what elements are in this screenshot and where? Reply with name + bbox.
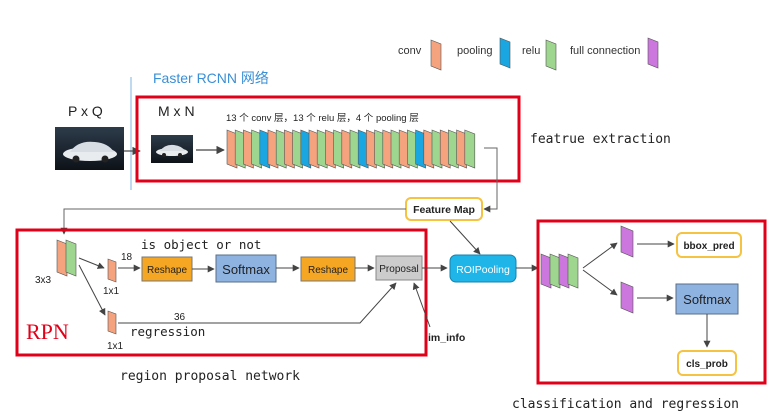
stack-layer-relu <box>349 129 361 169</box>
reshape2-label: Reshape <box>308 265 348 276</box>
legend-label-pooling: pooling <box>457 45 492 57</box>
to-feature-map-connector <box>483 147 498 213</box>
roipooling-box: ROIPooling <box>449 254 517 283</box>
feature-map-label: Feature Map <box>413 204 475 216</box>
feature-map-box: Feature Map <box>405 197 483 221</box>
im-info-arrow <box>412 282 431 328</box>
legend-label-conv: conv <box>398 45 422 57</box>
proposal-label: Proposal <box>379 264 418 275</box>
legend-swatch-pooling <box>499 37 511 69</box>
classification-frame <box>536 219 767 385</box>
stack-layer-relu <box>275 129 287 169</box>
stack-layer-pooling <box>357 129 369 169</box>
stack-layer-conv <box>456 129 467 169</box>
rpn-channels-18: 18 <box>121 252 133 263</box>
stack-layer-conv <box>382 129 394 169</box>
rpn-cls-conv1x1-layer <box>107 258 117 283</box>
stack-layer-conv <box>308 129 320 169</box>
input-car-image <box>55 127 124 170</box>
layers-caption: 13 个 conv 层，13 个 relu 层，4 个 pooling 层 <box>226 113 419 124</box>
cls-softmax-box: Softmax <box>675 283 739 315</box>
diagram-title: Faster RCNN 网络 <box>153 70 269 86</box>
stack-layer-conv <box>423 129 435 169</box>
bbox-pred-label: bbox_pred <box>683 241 734 252</box>
stack-layer-conv <box>341 129 353 169</box>
proposal-box: Proposal <box>375 255 423 281</box>
stack-layer-conv <box>226 129 238 169</box>
rpn-frame <box>15 228 428 357</box>
feature-extraction-frame <box>135 95 521 183</box>
to-cls-fc-arrow <box>582 269 618 296</box>
feature-map-to-roipooling-arrow <box>449 220 481 255</box>
rpn-to-reg-conv-arrow <box>78 264 106 316</box>
stack-layer-relu <box>234 129 246 169</box>
rpn-section-label: region proposal network <box>120 369 300 384</box>
legend-label-full-connection: full connection <box>570 45 640 57</box>
roipooling-label: ROIPooling <box>456 264 510 276</box>
stack-layer-conv <box>284 129 295 169</box>
stack-layer-relu <box>333 129 344 169</box>
stack-layer-relu <box>464 129 476 169</box>
cls-softmax-label: Softmax <box>683 292 731 307</box>
resized-size-label: M x N <box>158 103 195 119</box>
cls-prob-box: cls_prob <box>677 350 737 376</box>
rpn-to-cls-conv-arrow <box>78 257 105 269</box>
stack-layer-relu <box>407 129 418 169</box>
stack-layer-pooling <box>259 129 271 169</box>
stack-layer-relu <box>448 129 459 169</box>
relu-layer-2 <box>567 253 579 289</box>
reshape1-label: Reshape <box>147 265 187 276</box>
stack-layer-relu <box>251 129 262 169</box>
fc-layer-2 <box>558 253 570 289</box>
rpn-conv3x3-label: 3x3 <box>35 275 52 286</box>
reshape-box-2: Reshape <box>300 256 356 282</box>
stack-layer-relu <box>431 129 443 169</box>
legend: conv pooling relu full connection <box>398 37 659 71</box>
stack-layer-conv <box>398 129 410 169</box>
cls-prob-label: cls_prob <box>686 359 728 370</box>
rpn-softmax-label: Softmax <box>222 262 270 277</box>
legend-swatch-relu <box>545 39 557 71</box>
im-info-label: im_info <box>428 332 465 344</box>
classification-section-label: classification and regression <box>512 397 739 412</box>
stack-layer-conv <box>267 129 279 169</box>
input-size-label: P x Q <box>68 103 103 119</box>
bbox-fc-layer <box>620 225 634 258</box>
stack-layer-pooling <box>300 129 312 169</box>
cls-fc-layer <box>620 281 634 314</box>
to-bbox-fc-arrow <box>582 242 618 269</box>
is-object-label: is object or not <box>141 237 261 252</box>
conv-layer-stack <box>226 129 476 169</box>
rpn-cls-conv1x1-label: 1x1 <box>103 286 120 297</box>
rpn-label: RPN <box>26 319 69 344</box>
stack-layer-conv <box>366 129 377 169</box>
rpn-conv3x3-layer <box>56 239 68 277</box>
relu-layer-1 <box>549 253 561 289</box>
legend-swatch-full-connection <box>647 37 659 69</box>
fc-layer-1 <box>540 253 552 289</box>
stack-layer-conv <box>325 129 336 169</box>
feature-extraction-label: featrue extraction <box>530 132 671 147</box>
feature-map-to-rpn-connector <box>60 208 406 235</box>
stack-layer-pooling <box>415 129 426 169</box>
legend-swatch-conv <box>430 39 442 71</box>
rpn-relu-layer <box>65 239 77 277</box>
resized-car-image <box>151 135 193 163</box>
rpn-softmax-box: Softmax <box>215 254 277 283</box>
regression-label: regression <box>130 324 205 339</box>
rpn-reg-conv1x1-label: 1x1 <box>107 341 124 352</box>
stack-layer-relu <box>390 129 402 169</box>
rpn-channels-36: 36 <box>174 312 186 323</box>
rpn-reg-conv1x1-layer <box>107 310 117 335</box>
stack-layer-relu <box>292 129 303 169</box>
stack-layer-relu <box>316 129 328 169</box>
reshape-box-1: Reshape <box>141 256 193 282</box>
stack-layer-conv <box>439 129 451 169</box>
stack-layer-conv <box>243 129 254 169</box>
stack-layer-relu <box>374 129 385 169</box>
reg-to-proposal-arrow <box>118 282 397 324</box>
bbox-pred-box: bbox_pred <box>676 232 742 258</box>
legend-label-relu: relu <box>522 45 540 57</box>
